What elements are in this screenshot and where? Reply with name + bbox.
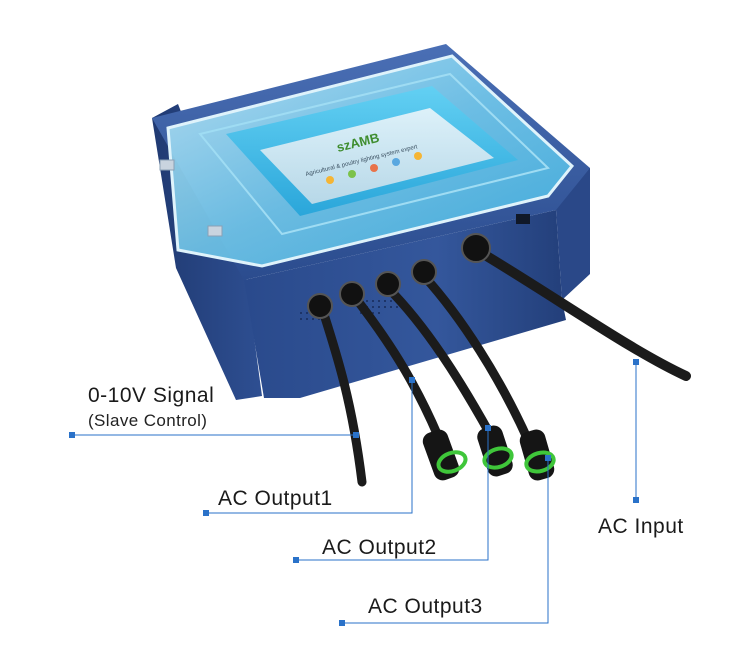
signal-sublabel: (Slave Control) (88, 411, 208, 430)
connector-output1 (422, 429, 468, 481)
gland-signal (307, 293, 333, 319)
callout-line-output3 (342, 458, 549, 624)
endpoint-input-start (633, 359, 639, 365)
endpoint-output2-end (485, 425, 491, 431)
input-cable (475, 247, 691, 381)
output3-label: AC Output3 (368, 595, 483, 618)
callout-endpoints (69, 359, 639, 626)
endpoint-input-end (633, 497, 639, 503)
output3-cable (419, 271, 533, 445)
callout-line-output1 (206, 380, 413, 514)
connector-output3 (519, 429, 556, 481)
signal-label: 0-10V Signal (88, 384, 215, 407)
callout-lines (72, 362, 637, 624)
controller-enclosure: szAMB Agricultural & poultry lighting sy… (152, 44, 590, 400)
lid-inner-frame (198, 72, 551, 236)
gland-input (461, 233, 491, 263)
gland-output2 (375, 271, 401, 297)
gland-output3 (411, 259, 437, 285)
panel-graphics (326, 152, 422, 184)
callout-line-output2 (296, 428, 489, 561)
cable-glands (307, 233, 491, 319)
endpoint-signal-start (69, 432, 75, 438)
output2-cable (383, 283, 495, 439)
endpoint-output1-end (409, 377, 415, 383)
output2-label: AC Output2 (322, 536, 437, 559)
display-panel (260, 108, 494, 204)
connector-output2 (477, 425, 514, 477)
lid-latch-upper (159, 159, 175, 171)
lid-latch-lower (207, 225, 223, 237)
signal-cable (317, 303, 367, 487)
gland-output1 (339, 281, 365, 307)
endpoint-output1-start (203, 510, 209, 516)
endpoint-signal-end (353, 432, 359, 438)
endpoint-output3-start (339, 620, 345, 626)
input-label: AC Input (598, 515, 684, 538)
cable-group (317, 247, 691, 487)
output1-label: AC Output1 (218, 487, 333, 510)
endpoint-output3-end (545, 455, 551, 461)
endpoint-output2-start (293, 557, 299, 563)
side-port (516, 214, 530, 224)
output1-cable (349, 291, 443, 441)
